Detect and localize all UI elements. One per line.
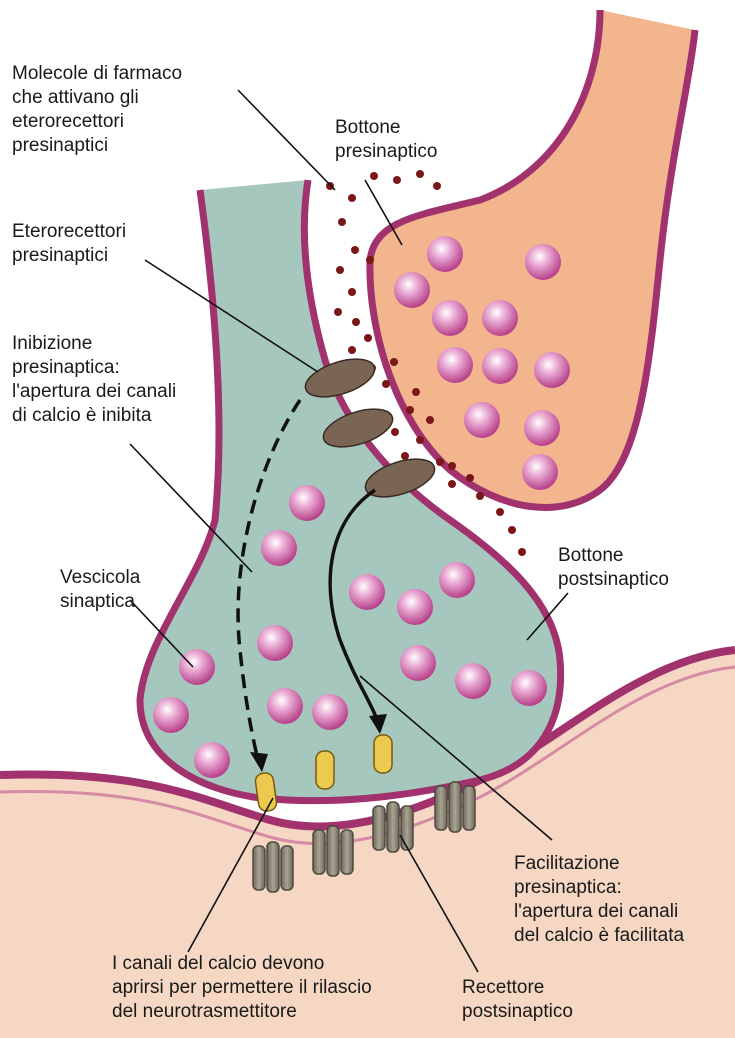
label-postsynaptic-button: Bottone postsinaptico (558, 544, 669, 592)
label-presynaptic-facilitation: Facilitazione presinaptica: l'apertura d… (514, 852, 684, 948)
label-presynaptic-inhibition: Inibizione presinaptica: l'apertura dei … (12, 332, 176, 428)
label-drug-molecules: Molecole di farmaco che attivano gli ete… (12, 62, 182, 158)
label-presynaptic-button: Bottone presinaptico (335, 116, 437, 164)
label-heteroreceptors: Eterorecettori presinaptici (12, 220, 126, 268)
label-calcium-channels: I canali del calcio devono aprirsi per p… (112, 952, 372, 1024)
label-synaptic-vesicle: Vescicola sinaptica (60, 566, 140, 614)
label-postsynaptic-receptor: Recettore postsinaptico (462, 976, 573, 1024)
